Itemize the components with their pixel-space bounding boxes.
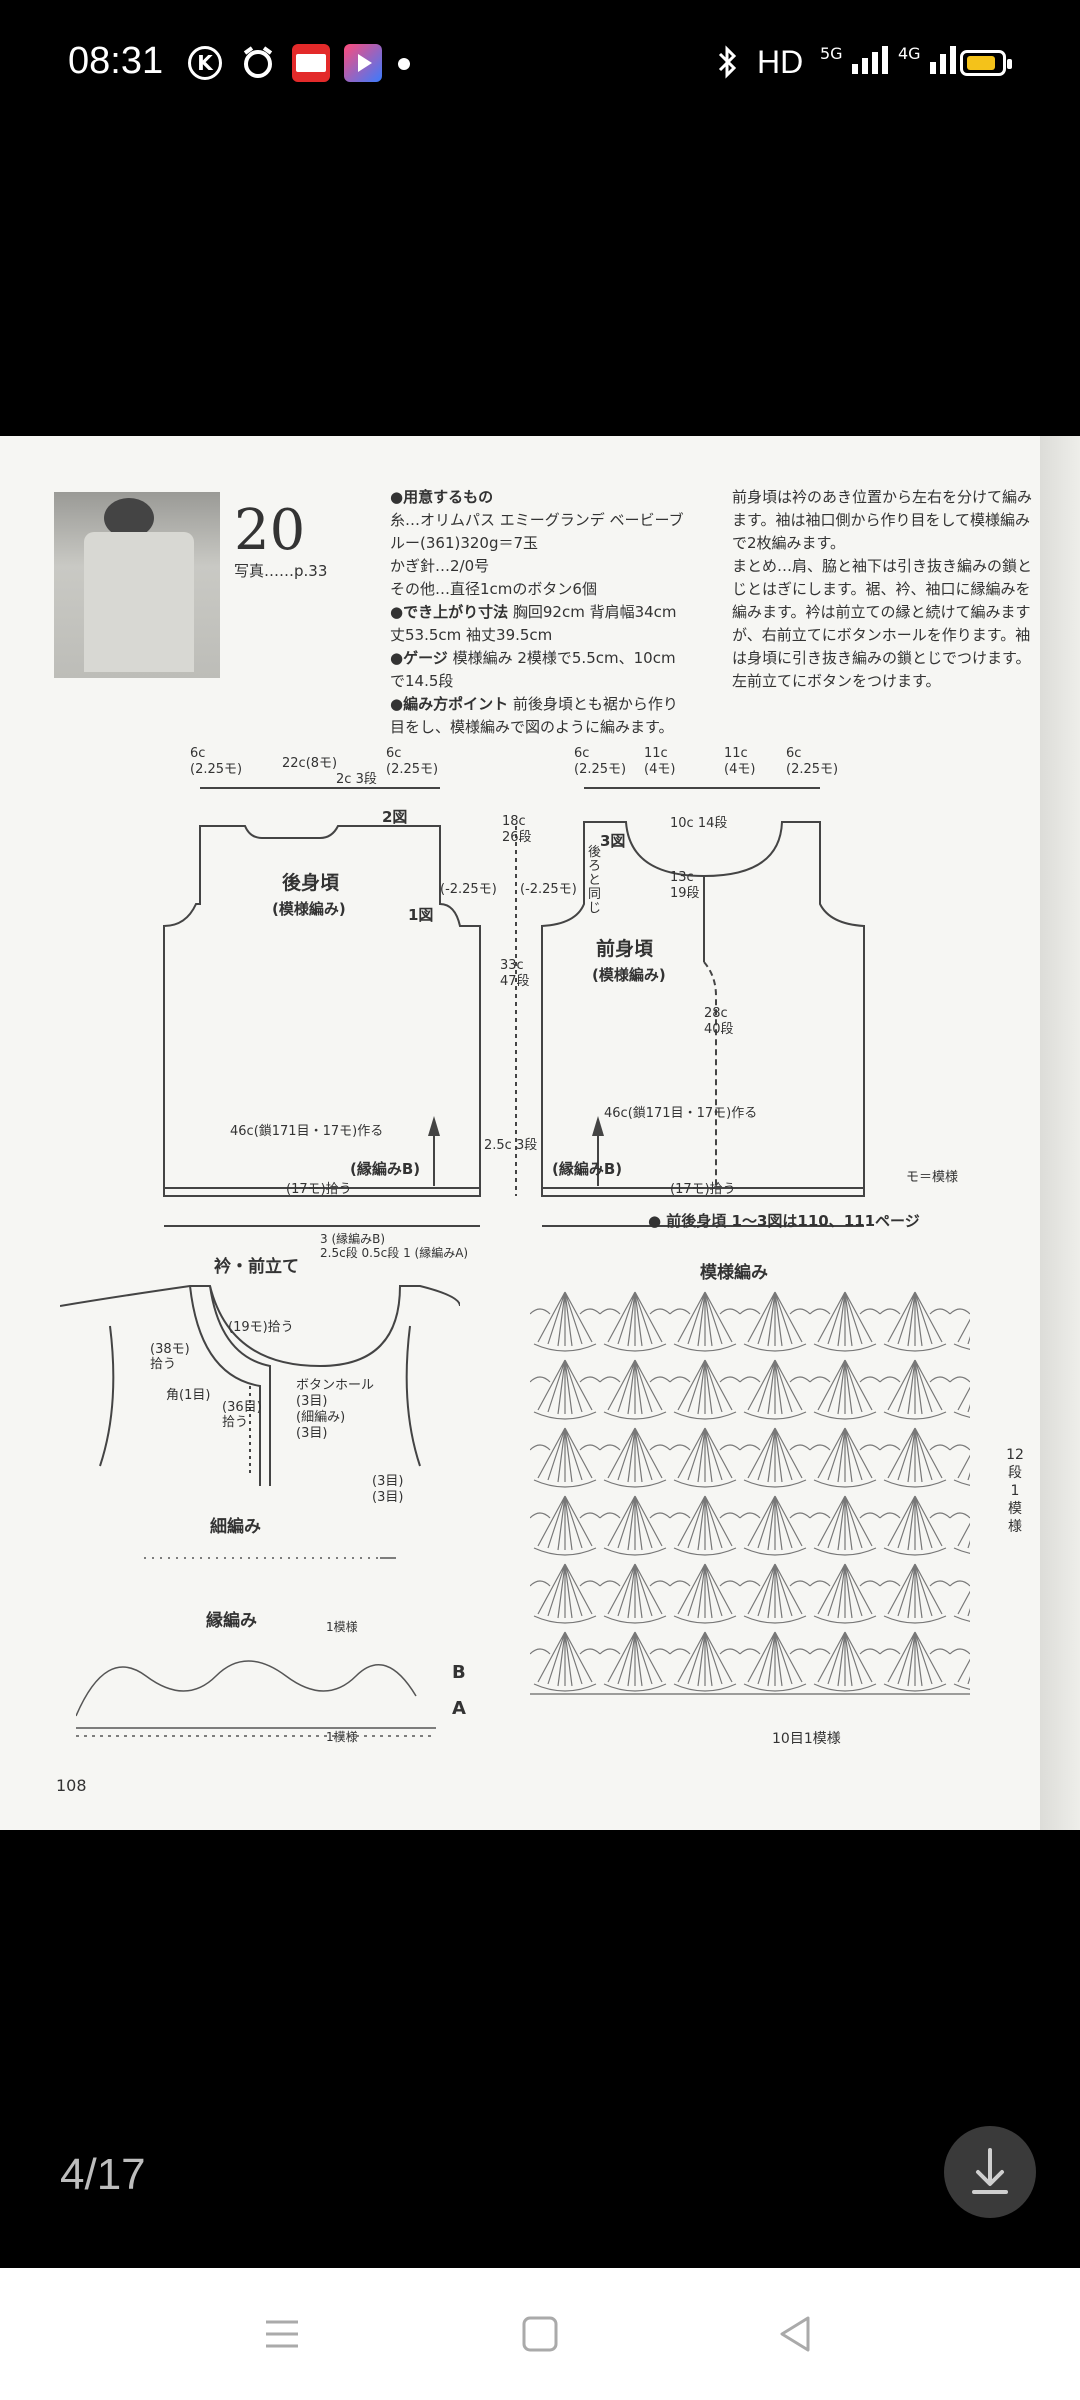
gauge-text: 模様編み 2模様で5.5cm、10cmで14.5段 <box>390 649 676 690</box>
points-text: 前後身頃とも裾から作り目をし、模様編みで図のように編みます。 <box>390 695 678 736</box>
front-pickup: (17モ)拾う <box>670 1182 736 1197</box>
dim-front-left: 6c(2.25モ) <box>574 746 627 777</box>
yarn-text: 糸…オリムパス エミーグランデ ベービーブルー(361)320g＝7玉 <box>390 511 684 552</box>
bluetooth-icon <box>716 44 740 88</box>
collar-title: 衿・前立て <box>214 1257 299 1277</box>
size-text: 胸回92cm 背肩幅34cm 丈53.5cm 袖丈39.5cm <box>390 603 677 644</box>
pattern-number: 20 <box>234 498 306 563</box>
home-icon <box>522 2316 558 2352</box>
size-heading: ●でき上がり寸法 <box>390 603 509 621</box>
toutiao-app-icon <box>292 44 330 82</box>
edging-b-label: B <box>452 1662 466 1683</box>
stitch-repeat-label: 10目1模様 <box>772 1731 841 1747</box>
dim-back-neck: 22c(8モ) <box>282 756 338 771</box>
download-button[interactable] <box>944 2126 1036 2218</box>
row-repeat-label: 12段1模様 <box>1006 1447 1024 1535</box>
figure-2-label: 2図 <box>382 808 408 826</box>
edging-repeat-bottom: 1模様 <box>326 1730 358 1744</box>
back-icon <box>780 2316 810 2352</box>
collar-pickup-38: (38モ)拾う <box>150 1342 190 1372</box>
back-edge-b: (縁編みB) <box>350 1160 421 1178</box>
dim-armhole-back: (-2.25モ) <box>440 882 497 897</box>
collar-diagram <box>60 1285 460 1486</box>
notification-dot <box>398 58 410 70</box>
model-photo <box>54 492 220 678</box>
same-as-back-note: 後ろと同じ <box>588 845 602 916</box>
page-number: 108 <box>56 1776 87 1795</box>
hd-label: HD <box>757 44 804 80</box>
right-paragraph-1: 前身頃は衿のあき位置から左右を分けて編みます。袖は袖口側から作り目をして模様編み… <box>732 488 1033 552</box>
single-crochet-chart <box>144 1557 396 1559</box>
front-edge-b: (縁編みB) <box>552 1160 623 1178</box>
signal-4g-label: 4G <box>898 44 921 63</box>
home-button[interactable] <box>520 2314 560 2358</box>
legend-label: モ＝模様 <box>906 1170 959 1185</box>
download-icon <box>972 2148 1008 2194</box>
collar-pickup-36: (36目)拾う <box>222 1400 262 1430</box>
front-body-subtitle: (模様編み) <box>592 966 666 984</box>
battery-icon <box>960 50 1012 76</box>
figure-1-label: 1図 <box>408 906 434 924</box>
dim-shoulder: 2c 3段 <box>336 772 377 787</box>
single-crochet-title: 細編み <box>210 1517 261 1537</box>
page-counter: 4/17 <box>60 2150 146 2199</box>
other-text: その他…直径1cmのボタン6個 <box>390 580 597 598</box>
dim-front-right: 6c(2.25モ) <box>786 746 839 777</box>
materials-heading: ●用意するもの <box>390 488 494 506</box>
edging-repeat-top: 1模様 <box>326 1620 358 1634</box>
clock: 08:31 <box>68 40 164 82</box>
edging-a-label: A <box>452 1698 466 1719</box>
k-circle-icon: K <box>188 46 222 80</box>
collar-dims-top: 3 (縁編みB)2.5c段 0.5c段 1 (縁編みA) <box>320 1232 469 1260</box>
alarm-icon <box>240 44 276 84</box>
hook-text: かぎ針…2/0号 <box>390 557 490 575</box>
back-body-subtitle: (模様編み) <box>272 900 346 918</box>
buttonhole-label: ボタンホール(3目)(細編み)(3目) <box>296 1378 375 1441</box>
stitch-pattern-chart <box>530 1284 970 1695</box>
back-body-title: 後身頃 <box>282 872 340 894</box>
status-bar: 08:31 K HD 5G 4G <box>0 0 1080 130</box>
collar-pickup-19: (19モ)拾う <box>228 1320 294 1335</box>
instructions-right: 前身頃は衿のあき位置から左右を分けて編みます。袖は袖口側から作り目をして模様編み… <box>732 486 1036 693</box>
edging-title: 縁編み <box>206 1611 257 1631</box>
pages-note: ● 前後身頃 1〜3図は110、111ページ <box>648 1212 920 1230</box>
signal-5g-icon: 5G <box>820 44 894 80</box>
document-page-image[interactable]: 20 写真……p.33 ●用意するもの 糸…オリムパス エミーグランデ ベービー… <box>0 436 1080 1830</box>
right-paragraph-2: まとめ…肩、脇と袖下は引き抜き編みの鎖とじとはぎにします。裾、衿、袖口に縁編みを… <box>732 557 1033 690</box>
collar-corner: 角(1目) <box>166 1388 211 1403</box>
video-app-icon <box>344 44 382 82</box>
dim-back-right: 6c(2.25モ) <box>386 746 439 777</box>
dim-armhole-front: (-2.25モ) <box>520 882 577 897</box>
back-button[interactable] <box>776 2314 816 2358</box>
front-cast-on: 46c(鎖171目・17モ)作る <box>604 1106 758 1121</box>
signal-4g-icon: 4G <box>898 44 958 80</box>
points-heading: ●編み方ポイント <box>390 695 509 713</box>
back-cast-on: 46c(鎖171目・17モ)作る <box>230 1124 384 1139</box>
instructions-left: ●用意するもの 糸…オリムパス エミーグランデ ベービーブルー(361)320g… <box>390 486 690 739</box>
figure-3-label: 3図 <box>600 832 626 850</box>
front-body-title: 前身頃 <box>596 938 654 960</box>
dim-back-left: 6c(2.25モ) <box>190 746 243 777</box>
edging-chart <box>76 1660 436 1737</box>
navigation-bar <box>0 2268 1080 2400</box>
dim-front-neck-left: 11c(4モ) <box>644 746 676 777</box>
dim-neck-depth: 10c 14段 <box>670 816 728 831</box>
back-pickup: (17モ)拾う <box>286 1182 352 1197</box>
dim-front-neck-right: 11c(4モ) <box>724 746 756 777</box>
signal-5g-label: 5G <box>820 44 843 63</box>
photo-reference: 写真……p.33 <box>234 562 328 580</box>
menu-button[interactable] <box>262 2314 302 2358</box>
buttonhole-stitches: (3目)(3目) <box>372 1474 404 1505</box>
menu-icon <box>266 2320 298 2348</box>
dim-hem: 2.5c 3段 <box>484 1138 538 1153</box>
next-page-edge <box>1040 436 1080 1830</box>
stitch-pattern-title: 模様編み <box>700 1263 768 1283</box>
gauge-heading: ●ゲージ <box>390 649 448 667</box>
body-schematic <box>163 787 865 1227</box>
